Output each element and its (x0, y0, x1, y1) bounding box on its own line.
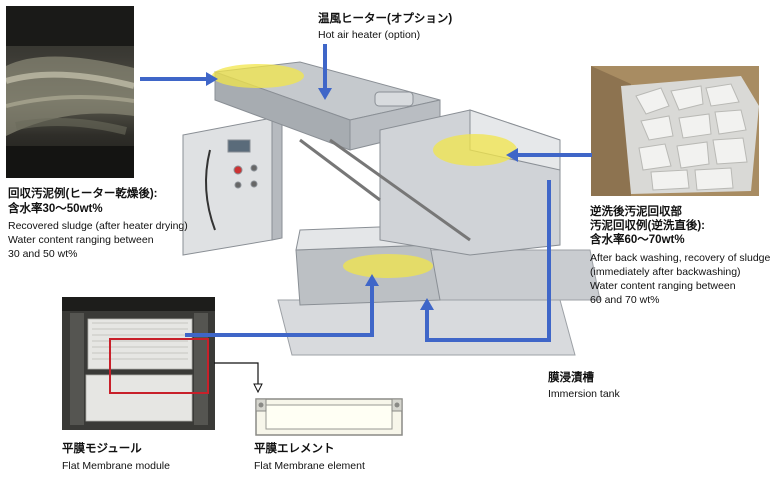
immersion-tank-label: 膜浸漬槽 Immersion tank (548, 372, 620, 401)
backwash-sludge-jp2: 汚泥回収例(逆洗直後): (590, 220, 705, 232)
backwash-sludge-en3: Water content ranging between (590, 280, 736, 292)
membrane-element-en: Flat Membrane element (254, 460, 365, 472)
backwash-sludge-jp1: 逆洗後汚泥回収部 (590, 206, 682, 218)
membrane-element-jp: 平膜エレメント (254, 443, 335, 455)
backwash-sludge-label: 逆洗後汚泥回収部 汚泥回収例(逆洗直後): 含水率60〜70wt% After … (590, 206, 770, 307)
backwash-sludge-photo (591, 66, 759, 196)
membrane-element-label: 平膜エレメント Flat Membrane element (254, 443, 365, 473)
recovered-sludge-en2: Water content ranging between (8, 234, 154, 246)
backwash-sludge-jp3: 含水率60〜70wt% (590, 234, 685, 246)
backwash-sludge-en2: (immediately after backwashing) (590, 266, 741, 278)
membrane-module-photo (62, 297, 215, 430)
recovered-sludge-jp2: 含水率30〜50wt% (8, 203, 103, 215)
immersion-tank-jp: 膜浸漬槽 (548, 372, 594, 384)
membrane-module-en: Flat Membrane module (62, 460, 170, 472)
callout-arrows (140, 44, 592, 342)
hot-air-heater-en: Hot air heater (option) (318, 29, 421, 41)
backwash-sludge-en4: 60 and 70 wt% (590, 294, 660, 306)
sludge-highlights (212, 64, 517, 278)
hot-air-heater-label: 温風ヒーター(オプション) Hot air heater (option) (318, 13, 452, 42)
immersion-tank-en: Immersion tank (548, 388, 620, 400)
membrane-module-label: 平膜モジュール Flat Membrane module (62, 443, 170, 473)
recovered-sludge-label: 回収汚泥例(ヒーター乾燥後): 含水率30〜50wt% Recovered sl… (8, 188, 188, 261)
membrane-module-jp: 平膜モジュール (62, 443, 142, 455)
recovered-sludge-en3: 30 and 50 wt% (8, 248, 78, 260)
backwash-sludge-en1: After back washing, recovery of sludge (590, 252, 770, 264)
sludge-roller-photo (6, 6, 134, 178)
module-to-element-arrow (214, 362, 263, 394)
hot-air-heater-jp: 温風ヒーター(オプション) (318, 13, 453, 25)
recovered-sludge-jp1: 回収汚泥例(ヒーター乾燥後): (8, 188, 158, 200)
control-panel (182, 117, 283, 256)
recovered-sludge-en1: Recovered sludge (after heater drying) (8, 220, 188, 232)
callout-arrowheads (206, 72, 518, 310)
membrane-element-drawing (254, 395, 404, 439)
membrane-element-highlight-frame (109, 338, 209, 394)
